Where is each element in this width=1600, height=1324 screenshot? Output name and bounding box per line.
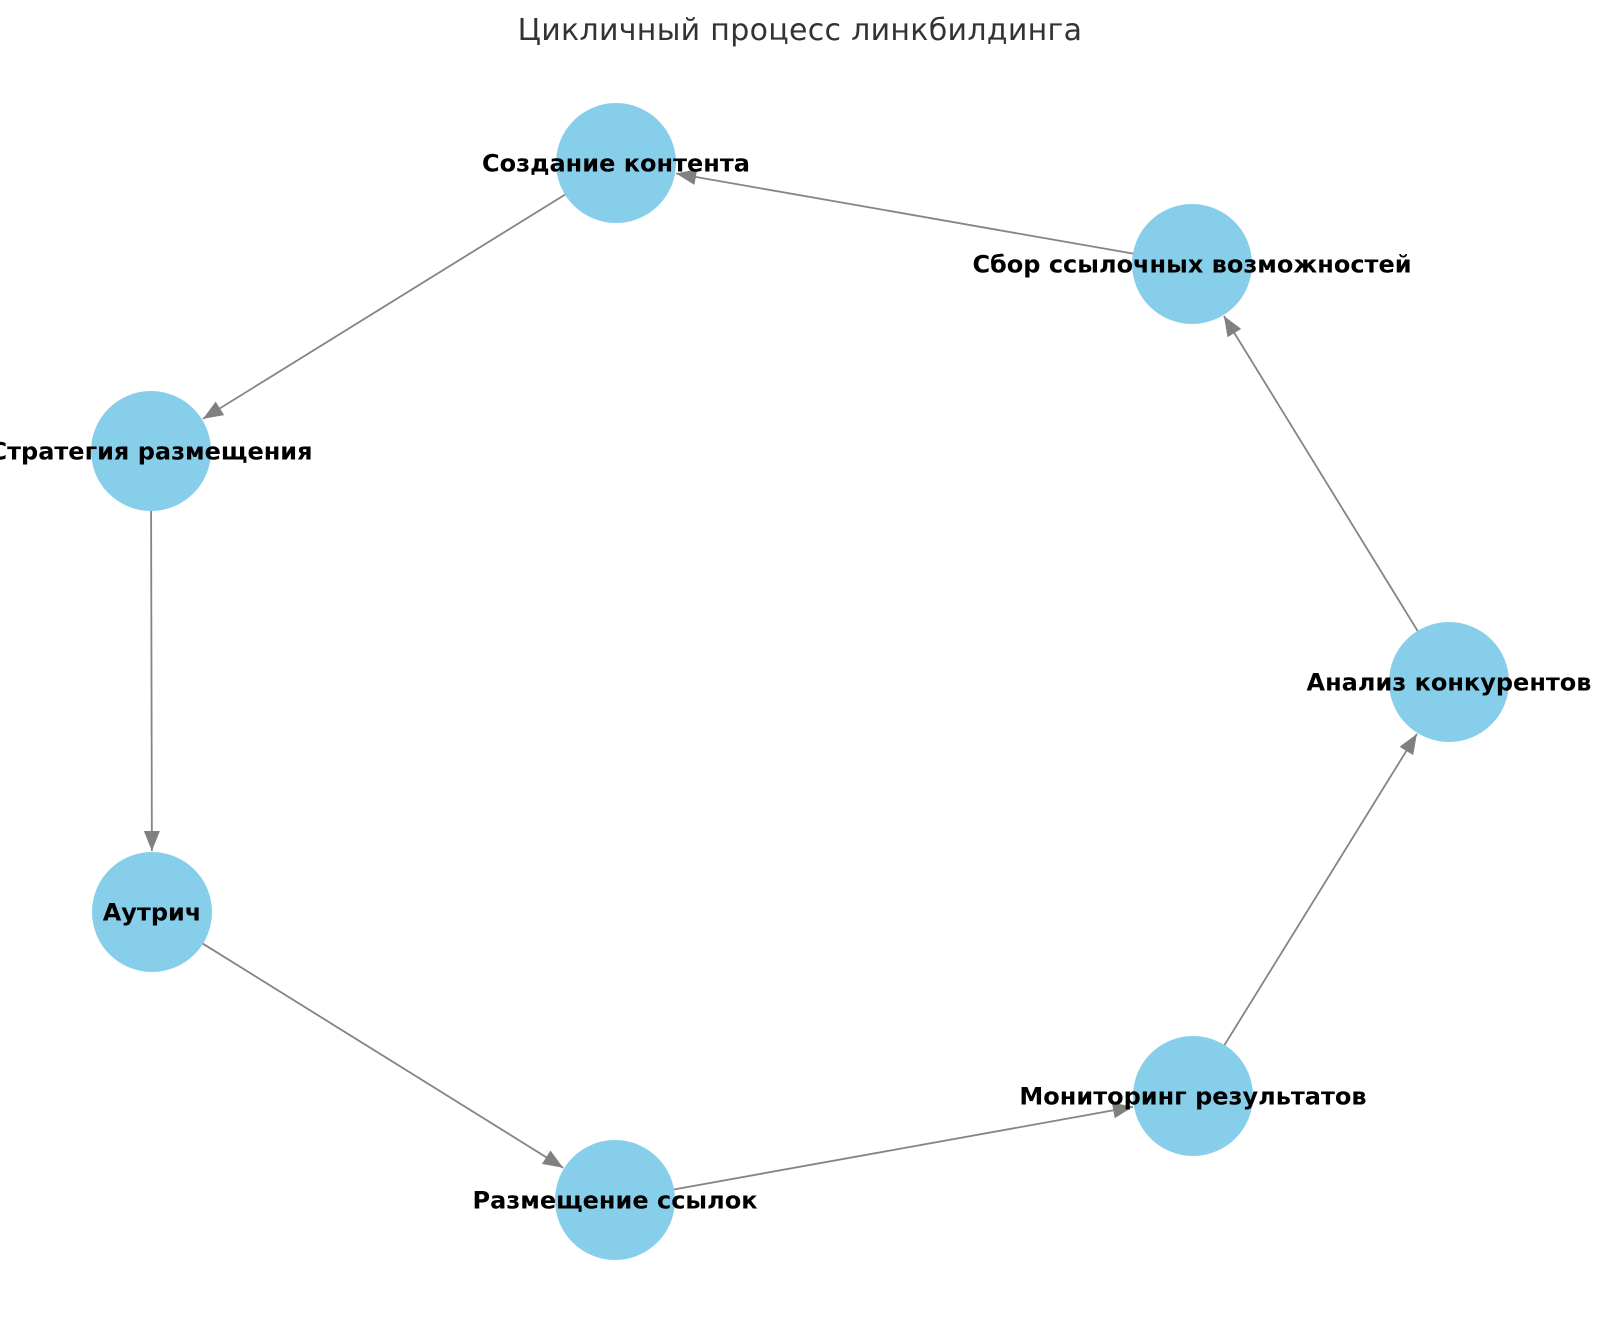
edge-outreach-to-link-placement — [201, 942, 564, 1169]
edge-competitor-analysis-to-link-opportunities — [1223, 315, 1419, 633]
edge-results-monitoring-to-competitor-analysis — [1223, 733, 1418, 1047]
node-label-link-opportunities: Сбор ссылочных возможностей — [972, 250, 1411, 278]
node-circle-link-opportunities — [1132, 204, 1252, 324]
node-label-placement-strategy: Стратегия размещения — [0, 437, 313, 465]
node-circle-outreach — [92, 852, 212, 972]
edges-layer — [143, 169, 1419, 1191]
diagram-title: Цикличный процесс линкбилдинга — [517, 13, 1083, 48]
edge-placement-strategy-to-outreach — [143, 509, 160, 852]
node-label-outreach: Аутрич — [103, 898, 202, 926]
node-circle-competitor-analysis — [1389, 622, 1509, 742]
node-label-competitor-analysis: Анализ конкурентов — [1307, 668, 1592, 696]
node-circle-placement-strategy — [91, 391, 211, 511]
node-label-results-monitoring: Мониторинг результатов — [1019, 1082, 1366, 1110]
node-circle-results-monitoring — [1133, 1036, 1253, 1156]
node-label-content-creation: Создание контента — [482, 149, 750, 177]
node-label-link-placement: Размещение ссылок — [473, 1186, 758, 1214]
edge-link-placement-to-results-monitoring — [672, 1102, 1134, 1191]
nodes-layer — [91, 103, 1509, 1260]
edge-content-creation-to-placement-strategy — [202, 193, 567, 420]
node-circle-content-creation — [556, 103, 676, 223]
node-circle-link-placement — [555, 1140, 675, 1260]
edge-link-opportunities-to-content-creation — [675, 169, 1135, 255]
